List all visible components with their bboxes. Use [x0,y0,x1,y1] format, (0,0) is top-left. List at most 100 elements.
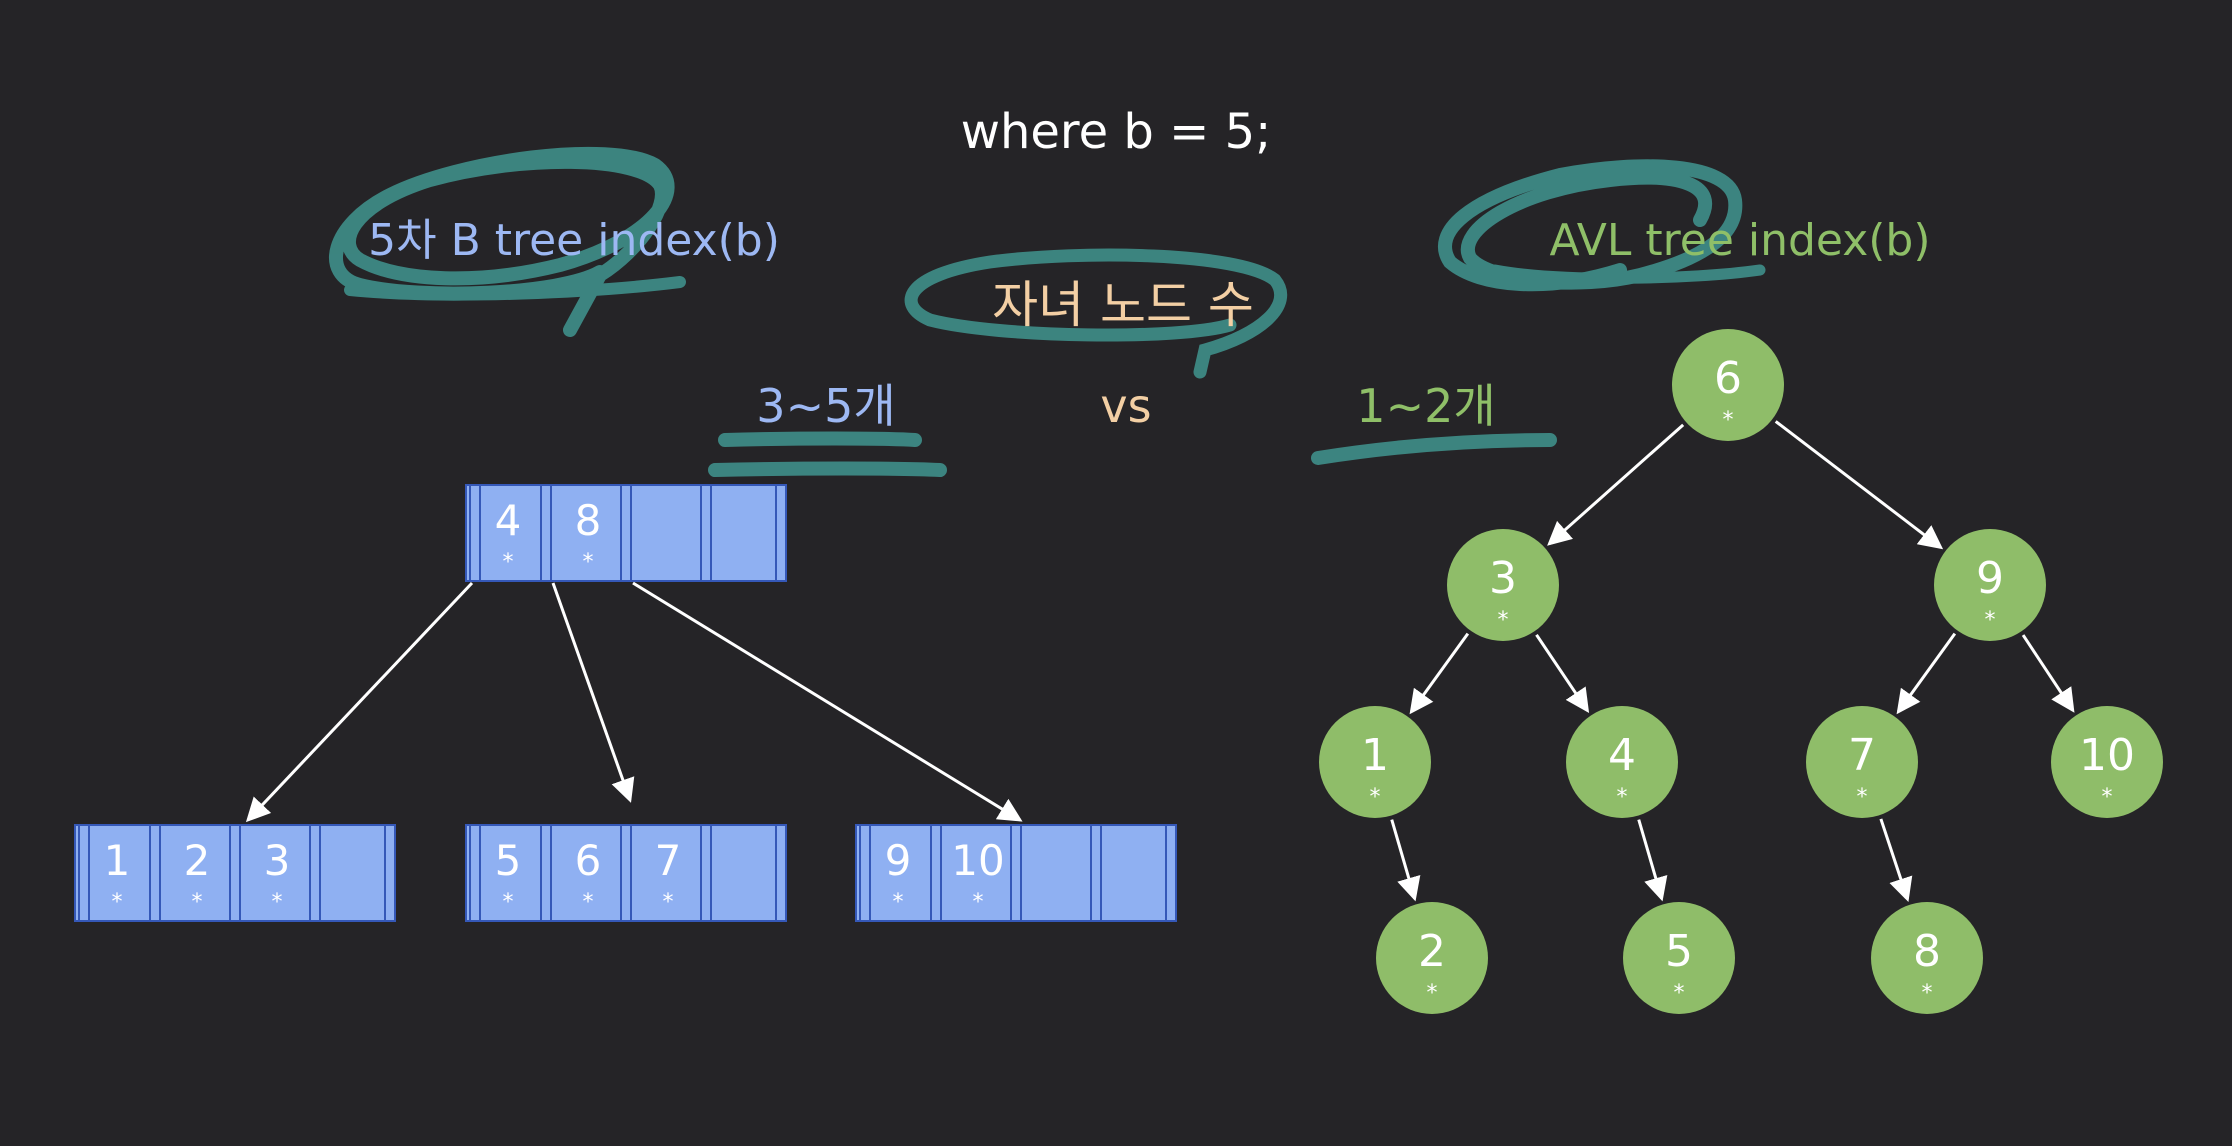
btree-child-count: 3~5개 [756,379,895,433]
avl-node-circle [1934,529,2046,641]
avl-node-pointer-mark: * [1370,785,1381,810]
avl-node-pointer-mark: * [1674,981,1685,1006]
avl-node-key: 8 [1913,926,1941,977]
avl-node: 10 * [2051,706,2163,818]
avl-node-key: 10 [2079,730,2135,781]
avl-node: 6* [1672,329,1784,441]
btree-key: 4 [495,496,522,545]
avl-node-circle [1672,329,1784,441]
avl-edge-arrow [1409,632,1470,715]
annotation-scribbles [329,146,1766,477]
avl-node-pointer-mark: * [1617,785,1628,810]
avl-node: 9* [1934,529,2046,641]
avl-node: 4* [1566,706,1678,818]
comparison-heading-circle-scribble [904,248,1288,379]
btree-leaf-node-box [465,824,787,922]
btree-edge-arrow [551,582,635,803]
avl-edge-arrow [1535,633,1590,714]
avl-node-key: 2 [1418,926,1446,977]
btree-key: 7 [655,836,682,885]
avl-node-circle [1319,706,1431,818]
avl-node-key: 6 [1714,353,1742,404]
avl-edge-arrow [1547,423,1685,546]
btree-count-underline [718,431,922,447]
btree-key: 1 [104,836,131,885]
btree-key: 10 [951,836,1004,885]
btree-key-pointer-mark: * [583,550,594,575]
vs-label: vs [1100,379,1151,433]
avl-node-pointer-mark: * [1857,785,1868,810]
avl-node-pointer-mark: * [1985,608,1996,633]
btree-leaf-node: 9 * 10 * [855,824,1177,922]
btree-key: 3 [264,836,291,885]
avl-edge-arrow [1879,818,1913,902]
btree-key: 2 [184,836,211,885]
avl-node-circle [1806,706,1918,818]
btree-edge-arrow [632,581,1023,822]
btree-index-label: 5차 B tree index(b) [368,215,780,266]
btree-key: 9 [885,836,912,885]
avl-node-key: 7 [1848,730,1876,781]
btree-key-pointer-mark: * [272,890,283,915]
avl-edges [1390,420,2075,902]
avl-edge-arrow [1637,819,1668,902]
avl-node: 7* [1806,706,1918,818]
btree-root-node: 4 * 8 * [465,484,787,582]
avl-node-key: 3 [1489,553,1517,604]
avl-node-circle [1447,529,1559,641]
btree-leaf-node: 5 * 6 * 7 * [465,824,787,922]
btree-count-underline-2 [708,461,947,477]
avl-node-key: 4 [1608,730,1636,781]
btree-edge-arrow [245,581,474,823]
btree-key-pointer-mark: * [112,890,123,915]
avl-node-pointer-mark: * [1723,408,1734,433]
avl-node-key: 9 [1976,553,2004,604]
query-title: where b = 5; [961,104,1272,160]
avl-node: 3* [1447,529,1559,641]
btree-key-pointer-mark: * [663,890,674,915]
btree-key-pointer-mark: * [583,890,594,915]
comparison-heading: 자녀 노드 수 [992,276,1254,334]
btree-key-pointer-mark: * [192,890,203,915]
avl-node-pointer-mark: * [2102,785,2113,810]
avl-index-label: AVL tree index(b) [1549,215,1930,266]
btree-key: 6 [575,836,602,885]
avl-node-pointer-mark: * [1922,981,1933,1006]
avl-node-circle [1566,706,1678,818]
btree-label-circle-underline [344,276,686,301]
btree-key-pointer-mark: * [893,890,904,915]
btree-leaf-node-box [855,824,1177,922]
avl-node-key: 5 [1665,926,1693,977]
avl-label-circle-scribble [1438,159,1743,292]
avl-edge-arrow [2021,634,2075,713]
avl-edge-arrow [1896,632,1957,715]
avl-node-circle [1623,902,1735,1014]
avl-node-circle [1871,902,1983,1014]
avl-node-circle [1376,902,1488,1014]
avl-node-pointer-mark: * [1427,981,1438,1006]
avl-edge-arrow [1774,420,1944,550]
btree-edges [245,581,1023,823]
btree-label-circle-scribble [329,146,675,337]
avl-node: 8* [1871,902,1983,1014]
avl-edge-arrow [1390,819,1421,902]
btree-nodes: 4 * 8 * 1 * 2 * 3 * 5 * 6 * 7 * 9 * 10 * [74,484,1177,922]
btree-key: 5 [495,836,522,885]
btree-root-node-box [465,484,787,582]
avl-nodes: 6*3*9*1*4*7*10*2*5*8* [1319,329,2163,1014]
btree-key-pointer-mark: * [973,890,984,915]
avl-node: 2* [1376,902,1488,1014]
btree-key-pointer-mark: * [503,890,514,915]
btree-leaf-node: 1 * 2 * 3 * [74,824,396,922]
avl-node-pointer-mark: * [1498,608,1509,633]
avl-count-underline [1311,433,1557,465]
btree-leaf-node-box [74,824,396,922]
btree-key: 8 [575,496,602,545]
avl-node-circle [2051,706,2163,818]
avl-node: 1* [1319,706,1431,818]
btree-key-pointer-mark: * [503,550,514,575]
avl-child-count: 1~2개 [1356,379,1495,433]
avl-node: 5* [1623,902,1735,1014]
avl-node-key: 1 [1361,730,1389,781]
avl-label-circle-underline [1489,264,1766,284]
